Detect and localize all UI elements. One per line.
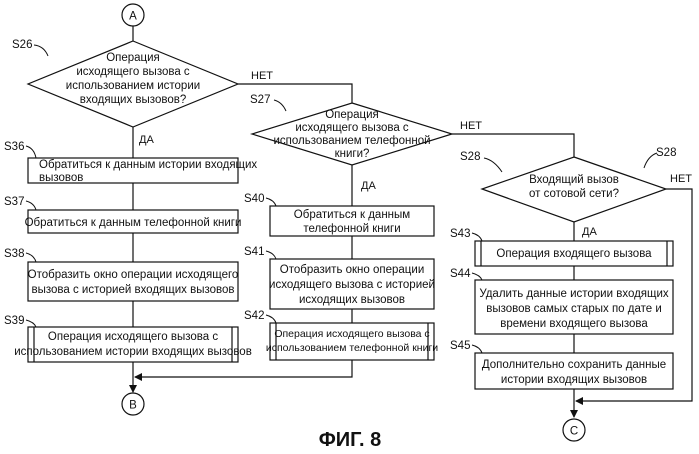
s41-line-3: исходящих вызовов xyxy=(299,294,405,306)
s26-no-label: НЕТ xyxy=(251,70,273,82)
s40-line-1: Обратиться к данным xyxy=(294,209,410,221)
s37-line-1: Обратиться к данным телефонной книги xyxy=(25,217,242,229)
s27-step-label: S27 xyxy=(250,94,270,106)
s36-line-2: вызовов xyxy=(39,172,83,184)
s27-line-2: исходящего вызова с xyxy=(295,122,409,134)
connector-c: C xyxy=(563,419,585,441)
s28-line-1: Входящий вызов xyxy=(529,174,619,186)
subprocess-s42: Операция исходящего вызова с использован… xyxy=(266,323,438,360)
s45-line-2: истории входящих вызовов xyxy=(501,374,647,386)
s44-step-label: S44 xyxy=(450,268,471,280)
s26-yes-label: ДА xyxy=(139,134,154,146)
connector-b: B xyxy=(122,393,144,415)
s27-line-1: Операция xyxy=(325,109,379,121)
subprocess-s43: Операция входящего вызова xyxy=(475,241,673,266)
s27-line-4: книги? xyxy=(335,148,370,160)
s26-line-2: исходящего вызова с xyxy=(76,66,190,78)
s41-line-1: Отобразить окно операции xyxy=(280,264,425,276)
s28-step-label-right: S28 xyxy=(656,147,676,159)
process-s44: Удалить данные истории входящих вызовов … xyxy=(475,280,673,334)
s42-line-2: использованием телефонной книги xyxy=(266,342,438,354)
decision-s28: Входящий вызов от сотовой сети? xyxy=(482,157,666,222)
s28-step-label-left: S28 xyxy=(460,151,480,163)
s45-step-label: S45 xyxy=(450,340,470,352)
process-s45: Дополнительно сохранить данные истории в… xyxy=(475,353,673,389)
s40-line-2: телефонной книги xyxy=(303,223,400,235)
s38-step-label: S38 xyxy=(4,248,24,260)
s27-no-label: НЕТ xyxy=(460,120,482,132)
s39-line-1: Операция исходящего вызова с xyxy=(48,331,218,343)
s41-line-2: исходящего вызова с историей xyxy=(269,279,435,291)
decision-s27: Операция исходящего вызова с использован… xyxy=(252,103,452,165)
decision-s26: Операция исходящего вызова с использован… xyxy=(28,41,238,127)
s26-line-1: Операция xyxy=(106,52,160,64)
s28-line-2: от сотовой сети? xyxy=(529,188,619,200)
s45-line-1: Дополнительно сохранить данные xyxy=(482,359,666,371)
s39-step-label: S39 xyxy=(4,315,24,327)
connector-c-label: C xyxy=(570,426,578,438)
process-s41: Отобразить окно операции исходящего вызо… xyxy=(269,259,435,309)
s26-line-3: использованием истории xyxy=(66,80,200,92)
s42-step-label: S42 xyxy=(244,310,264,322)
s38-line-2: вызова с историей входящих вызовов xyxy=(31,284,234,296)
process-s38: Отобразить окно операции исходящего вызо… xyxy=(28,262,239,301)
s44-line-1: Удалить данные истории входящих xyxy=(479,288,669,300)
s36-line-1: Обратиться к данным истории входящих xyxy=(39,159,257,171)
s43-step-label: S43 xyxy=(450,228,470,240)
s27-yes-label: ДА xyxy=(361,180,376,192)
process-s40: Обратиться к данным телефонной книги xyxy=(270,206,434,236)
s26-line-4: входящих вызовов? xyxy=(80,94,186,106)
s41-step-label: S41 xyxy=(244,246,264,258)
s28-no-label: НЕТ xyxy=(670,173,692,185)
process-s36: Обратиться к данным истории входящих выз… xyxy=(28,158,257,184)
process-s37: Обратиться к данным телефонной книги xyxy=(25,210,242,233)
s44-line-3: времени входящего вызова xyxy=(500,318,648,330)
s44-line-2: вызовов самых старых по дате и xyxy=(486,303,662,315)
connector-a: A xyxy=(122,4,144,26)
figure-caption: ФИГ. 8 xyxy=(319,429,382,451)
s28-yes-label: ДА xyxy=(582,226,597,238)
s36-step-label: S36 xyxy=(4,141,24,153)
subprocess-s39: Операция исходящего вызова с использован… xyxy=(14,327,252,362)
s39-line-2: использованием истории входящих вызовов xyxy=(14,346,252,358)
s38-line-1: Отобразить окно операции исходящего xyxy=(28,269,239,281)
s42-line-1: Операция исходящего вызова с xyxy=(274,328,429,340)
s26-step-label: S26 xyxy=(12,39,32,51)
connector-b-label: B xyxy=(129,400,137,412)
s43-line-1: Операция входящего вызова xyxy=(496,248,652,260)
s40-step-label: S40 xyxy=(244,193,264,205)
connector-a-label: A xyxy=(129,11,137,23)
s27-line-3: использованием телефонной xyxy=(273,135,430,147)
s37-step-label: S37 xyxy=(4,196,24,208)
